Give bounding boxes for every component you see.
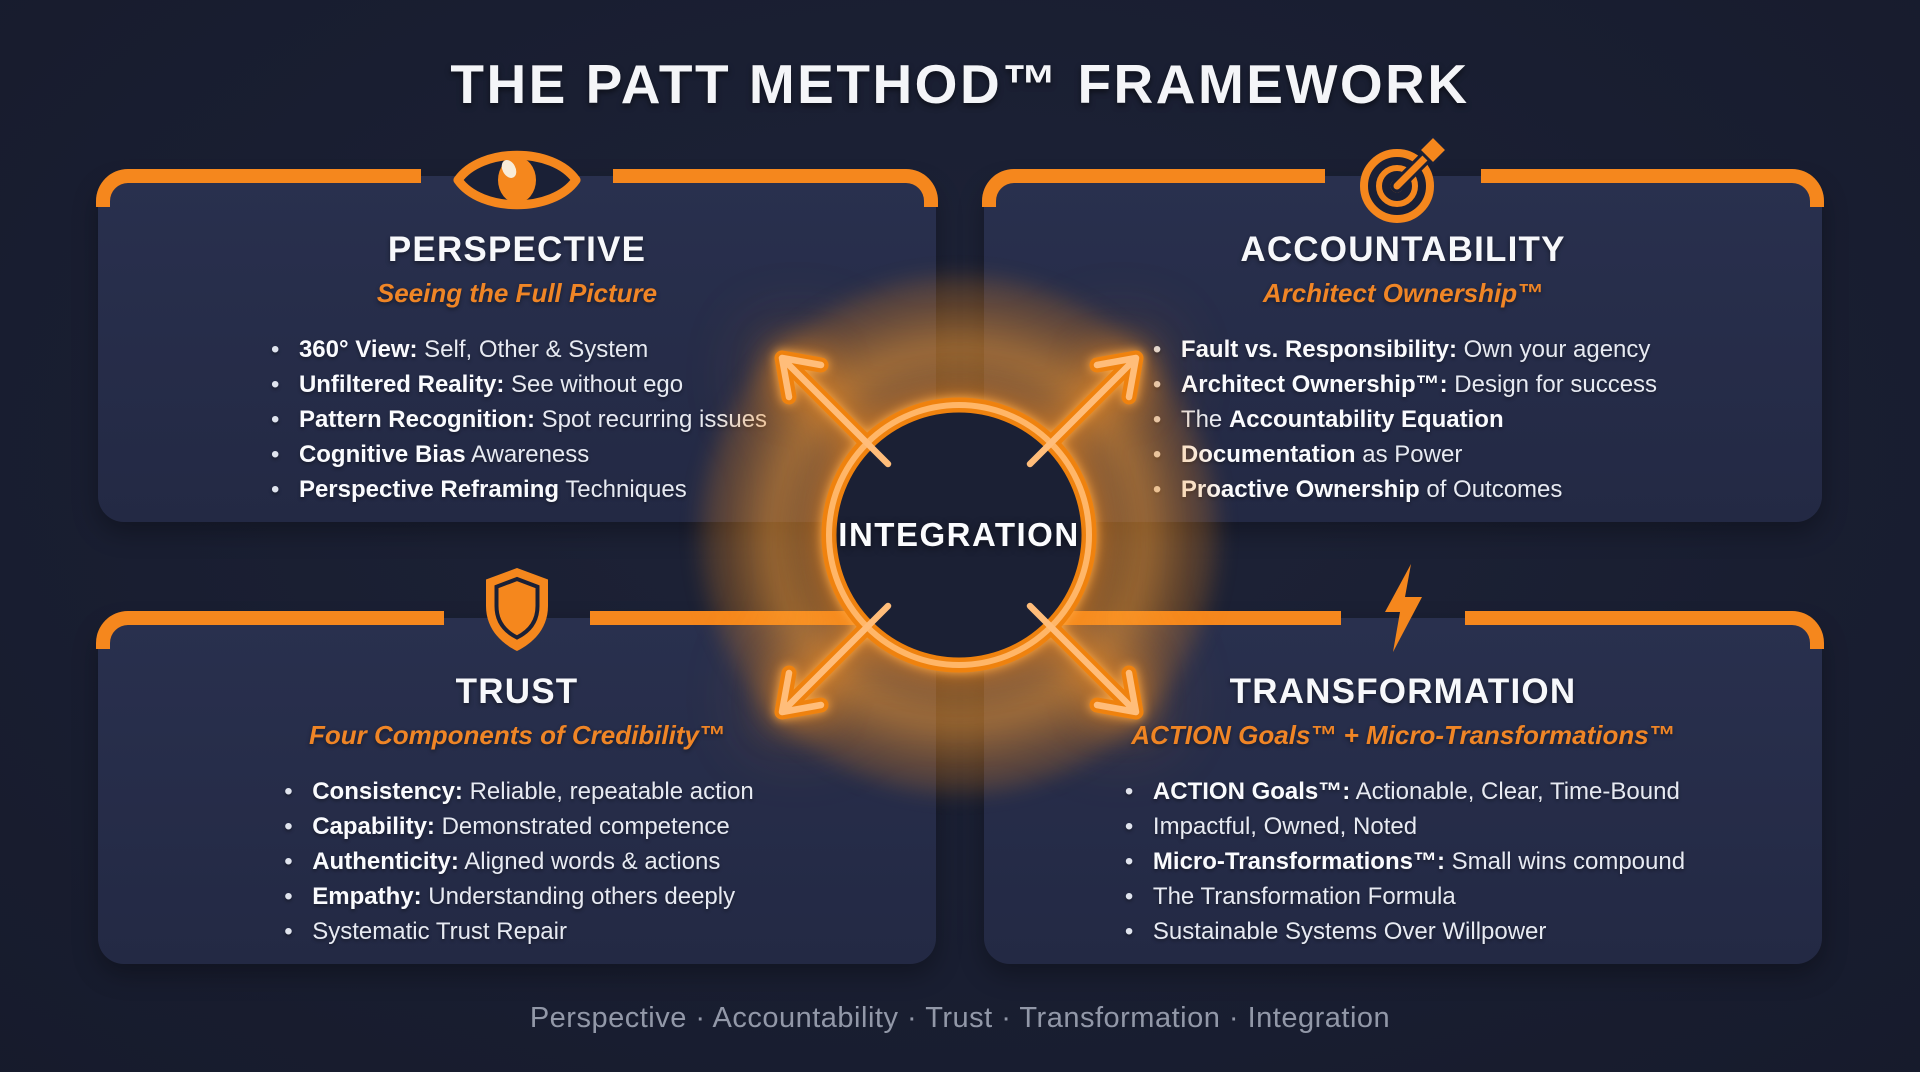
list-item: Unfiltered Reality: See without ego	[267, 367, 767, 402]
card-title: ACCOUNTABILITY	[1240, 230, 1566, 269]
list-item: Architect Ownership™: Design for success	[1149, 367, 1657, 402]
list-item: Consistency: Reliable, repeatable action	[280, 774, 754, 809]
list-item: ACTION Goals™: Actionable, Clear, Time-B…	[1121, 774, 1685, 809]
bullet-list: ACTION Goals™: Actionable, Clear, Time-B…	[1121, 774, 1685, 949]
list-item: Micro-Transformations™: Small wins compo…	[1121, 844, 1685, 879]
eye-icon	[451, 141, 583, 219]
lightning-icon	[1376, 562, 1430, 654]
bullet-list: 360° View: Self, Other & System Unfilter…	[267, 332, 767, 507]
card-title: TRANSFORMATION	[1229, 672, 1577, 711]
list-item: Capability: Demonstrated competence	[280, 809, 754, 844]
list-item: Perspective Reframing Techniques	[267, 472, 767, 507]
bullet-list: Consistency: Reliable, repeatable action…	[280, 774, 754, 949]
card-subtitle: Four Components of Credibility™	[309, 720, 725, 750]
list-item: The Transformation Formula	[1121, 879, 1685, 914]
list-item: Sustainable Systems Over Willpower	[1121, 914, 1685, 949]
trust-card: TRUST Four Components of Credibility™ Co…	[96, 568, 938, 964]
list-item: 360° View: Self, Other & System	[267, 332, 767, 367]
bullet-list: Fault vs. Responsibility: Own your agenc…	[1149, 332, 1657, 507]
shield-icon	[478, 565, 556, 655]
card-title: PERSPECTIVE	[387, 230, 647, 269]
list-item: Cognitive Bias Awareness	[267, 437, 767, 472]
card-subtitle: ACTION Goals™ + Micro-Transformations™	[1131, 720, 1675, 750]
perspective-card: PERSPECTIVE Seeing the Full Picture 360°…	[96, 150, 938, 522]
accountability-card: ACCOUNTABILITY Architect Ownership™ Faul…	[982, 133, 1824, 522]
transformation-card: TRANSFORMATION ACTION Goals™ + Micro-Tra…	[982, 564, 1824, 964]
footer-tagline: Perspective · Accountability · Trust · T…	[529, 1002, 1391, 1034]
page-title: THE PATT METHOD™ FRAMEWORK	[450, 53, 1470, 115]
list-item: Systematic Trust Repair	[280, 914, 754, 949]
list-item: Pattern Recognition: Spot recurring issu…	[267, 402, 767, 437]
target-icon	[1353, 130, 1453, 230]
list-item: The Accountability Equation	[1149, 402, 1657, 437]
list-item: Authenticity: Aligned words & actions	[280, 844, 754, 879]
list-item: Documentation as Power	[1149, 437, 1657, 472]
list-item: Fault vs. Responsibility: Own your agenc…	[1149, 332, 1657, 367]
card-subtitle: Architect Ownership™	[1262, 278, 1544, 308]
card-subtitle: Seeing the Full Picture	[376, 278, 658, 308]
list-item: Proactive Ownership of Outcomes	[1149, 472, 1657, 507]
card-title: TRUST	[455, 672, 579, 711]
list-item: Empathy: Understanding others deeply	[280, 879, 754, 914]
list-item: Impactful, Owned, Noted	[1121, 809, 1685, 844]
